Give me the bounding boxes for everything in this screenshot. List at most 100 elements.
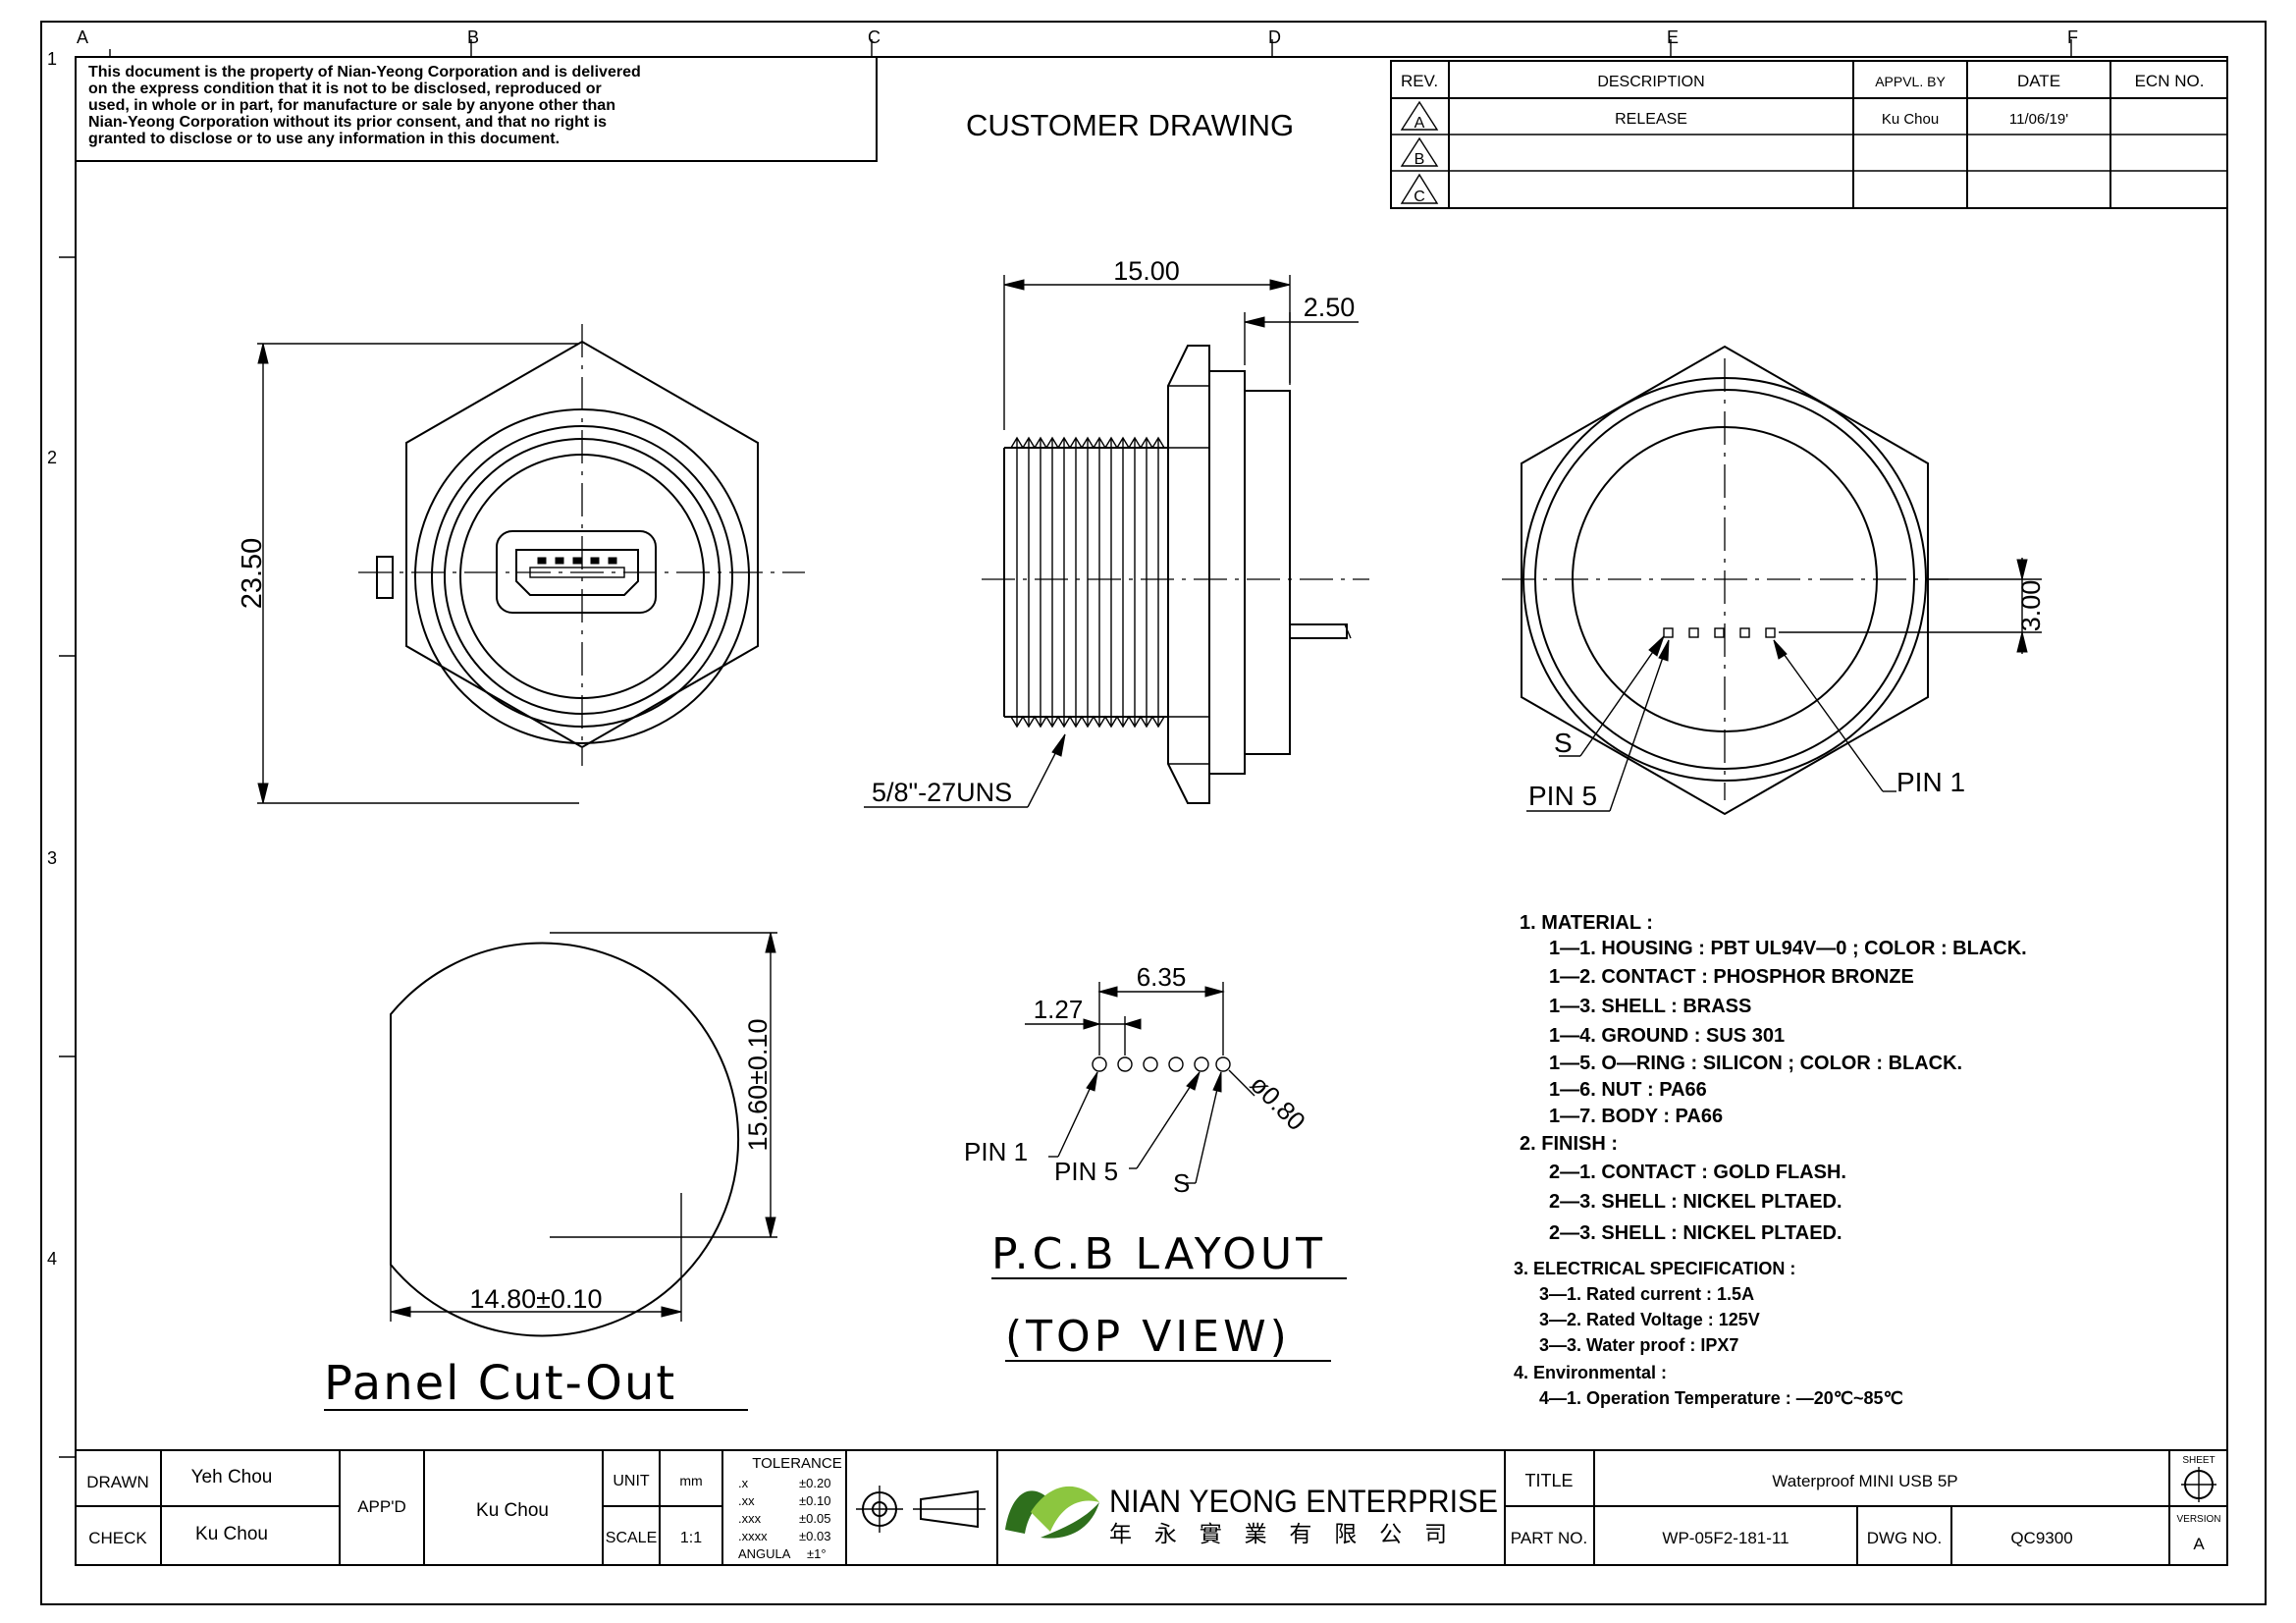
pcb-layout-view: 6.35 1.27 ø0.80 PIN 1 PIN 5 xyxy=(964,962,1347,1362)
top-view-title: (TOP VIEW) xyxy=(1005,1312,1291,1362)
tolerance-value: ±0.20 xyxy=(799,1476,830,1490)
check-value: Ku Chou xyxy=(195,1524,268,1544)
tolerance-value: ±1° xyxy=(807,1546,827,1561)
thread-leader: 5/8"-27UNS xyxy=(864,733,1066,808)
rev-header-description: DESCRIPTION xyxy=(1597,74,1704,90)
dim-side-flange: 2.50 xyxy=(1304,293,1356,322)
dim-15-00: 15.00 xyxy=(1003,256,1291,430)
title-label: TITLE xyxy=(1524,1471,1573,1490)
front-view: 23.50 xyxy=(237,324,805,804)
side-nut xyxy=(1167,345,1210,804)
rev-triangle-icon xyxy=(1400,173,1439,204)
company-name-en: NIAN YEONG ENTERPRISE xyxy=(1109,1484,1498,1519)
rev-header-approved: APPVL. BY xyxy=(1875,74,1946,89)
rev-triangle-icon xyxy=(1400,100,1439,131)
dim-pcb-hole-value: ø0.80 xyxy=(1245,1069,1311,1136)
dim-pcb-span-value: 6.35 xyxy=(1137,962,1187,992)
dim-pcb-span: 6.35 xyxy=(1097,962,1225,1055)
rev-header-rev: REV. xyxy=(1401,72,1438,90)
note-line: 3—3. Water proof : IPX7 xyxy=(1539,1335,1738,1355)
sheet-symbol-icon xyxy=(2181,1467,2216,1502)
zone-row-2: 2 xyxy=(47,448,57,467)
dim-rear-offset: 3.00 xyxy=(2016,580,2046,632)
zone-row-4: 4 xyxy=(47,1249,57,1269)
rev-row: B xyxy=(1400,136,1439,168)
rev-code: B xyxy=(1415,151,1425,168)
appd-value: Ku Chou xyxy=(476,1500,549,1521)
unit-value: mm xyxy=(679,1473,702,1488)
pcb-layout-title: P.C.B LAYOUT xyxy=(991,1229,1326,1279)
rev-row: A RELEASE Ku Chou 11/06/19' xyxy=(1400,100,2068,132)
zone-col-e: E xyxy=(1667,27,1679,47)
rev-code: A xyxy=(1415,115,1425,132)
rear-leader-pin1: PIN 1 xyxy=(1773,639,1965,797)
dim-2-50: 2.50 xyxy=(1244,293,1359,385)
revision-table: REV. DESCRIPTION APPVL. BY DATE ECN NO. … xyxy=(1390,60,2228,209)
pcb-label-s: S xyxy=(1173,1168,1190,1198)
part-no-label: PART NO. xyxy=(1511,1529,1587,1547)
rev-triangle-icon xyxy=(1400,136,1439,167)
rear-view: 3.00 S PIN 5 PIN 1 xyxy=(1502,345,2046,816)
note-line: 1—3. SHELL : BRASS xyxy=(1549,996,1751,1017)
part-no-value: WP-05F2-181-11 xyxy=(1662,1529,1789,1547)
rev-header-ecn: ECN NO. xyxy=(2135,72,2205,90)
tolerance-key: .xxxx xyxy=(738,1529,768,1543)
proprietary-notice: This document is the property of Nian-Ye… xyxy=(75,56,878,162)
version-label: VERSION xyxy=(2176,1514,2220,1525)
note-line: 1—1. HOUSING : PBT UL94V—0 ; COLOR : BLA… xyxy=(1549,938,2027,959)
rev-row: C xyxy=(1400,173,1439,205)
note-heading: 3. ELECTRICAL SPECIFICATION : xyxy=(1514,1259,1795,1278)
tolerance-key: .xx xyxy=(738,1493,755,1508)
scale-value: 1:1 xyxy=(680,1530,702,1546)
pcb-hole-callout: ø0.80 xyxy=(1228,1069,1311,1136)
note-line: 1—2. CONTACT : PHOSPHOR BRONZE xyxy=(1549,966,1914,988)
usb-contacts xyxy=(529,557,625,578)
pcb-holes xyxy=(1092,1056,1231,1072)
appd-label: APP'D xyxy=(357,1497,406,1516)
unit-label: UNIT xyxy=(613,1473,650,1489)
note-line: 1—6. NUT : PA66 xyxy=(1549,1079,1707,1101)
key-tab xyxy=(376,556,394,599)
note-line: 3—2. Rated Voltage : 125V xyxy=(1539,1310,1760,1329)
zone-col-a: A xyxy=(77,27,88,47)
pcb-leader-pin1: PIN 1 xyxy=(964,1071,1098,1166)
rev-header-date: DATE xyxy=(2017,72,2060,90)
drawn-value: Yeh Chou xyxy=(191,1467,273,1488)
company-logo-icon xyxy=(1005,1486,1099,1539)
thread-crests xyxy=(1003,436,1165,729)
zone-col-f: F xyxy=(2067,27,2078,47)
panel-cutout-view: 15.60±0.10 14.80±0.10 Panel Cut-Out xyxy=(324,932,777,1411)
scale-label: SCALE xyxy=(606,1530,657,1546)
note-line: 1—7. BODY : PA66 xyxy=(1549,1106,1723,1127)
projection-symbol-icon xyxy=(856,1486,986,1533)
dim-cutout-width-value: 14.80±0.10 xyxy=(470,1284,603,1314)
rear-label-pin1: PIN 1 xyxy=(1896,767,1965,797)
dwg-no-label: DWG NO. xyxy=(1867,1529,1943,1547)
notice-line: Nian-Yeong Corporation without its prior… xyxy=(88,114,607,131)
version-value: A xyxy=(2193,1535,2205,1553)
title-value: Waterproof MINI USB 5P xyxy=(1772,1472,1957,1490)
cutout-d-profile xyxy=(390,942,740,1337)
rear-hex-nut xyxy=(1521,345,1929,816)
zone-col-b: B xyxy=(467,27,479,47)
spec-notes: 1. MATERIAL : 1—1. HOUSING : PBT UL94V—0… xyxy=(1514,912,2027,1408)
drawn-label: DRAWN xyxy=(86,1473,149,1491)
notice-line: on the express condition that it is not … xyxy=(88,81,602,97)
dim-23-50: 23.50 xyxy=(237,343,579,804)
pcb-leader-pin5: PIN 5 xyxy=(1054,1071,1201,1186)
rear-pins xyxy=(1663,627,1776,638)
note-line: 1—5. O—RING : SILICON ; COLOR : BLACK. xyxy=(1549,1053,1962,1074)
notice-line: This document is the property of Nian-Ye… xyxy=(88,64,641,81)
side-flange xyxy=(1208,370,1246,775)
note-line: 2—1. CONTACT : GOLD FLASH. xyxy=(1549,1162,1846,1183)
side-view: 15.00 2.50 5/8"-27UNS xyxy=(864,256,1369,808)
pcb-label-pin5: PIN 5 xyxy=(1054,1157,1118,1186)
customer-drawing-label: CUSTOMER DRAWING xyxy=(966,108,1294,142)
note-line: 2—3. SHELL : NICKEL PLTAED. xyxy=(1549,1191,1842,1213)
pcb-label-pin1: PIN 1 xyxy=(964,1137,1028,1166)
note-heading: 4. Environmental : xyxy=(1514,1363,1667,1382)
zone-row-labels: 1 2 3 4 xyxy=(47,49,57,1269)
rev-approved: Ku Chou xyxy=(1882,111,1939,128)
body-ring xyxy=(431,425,733,728)
